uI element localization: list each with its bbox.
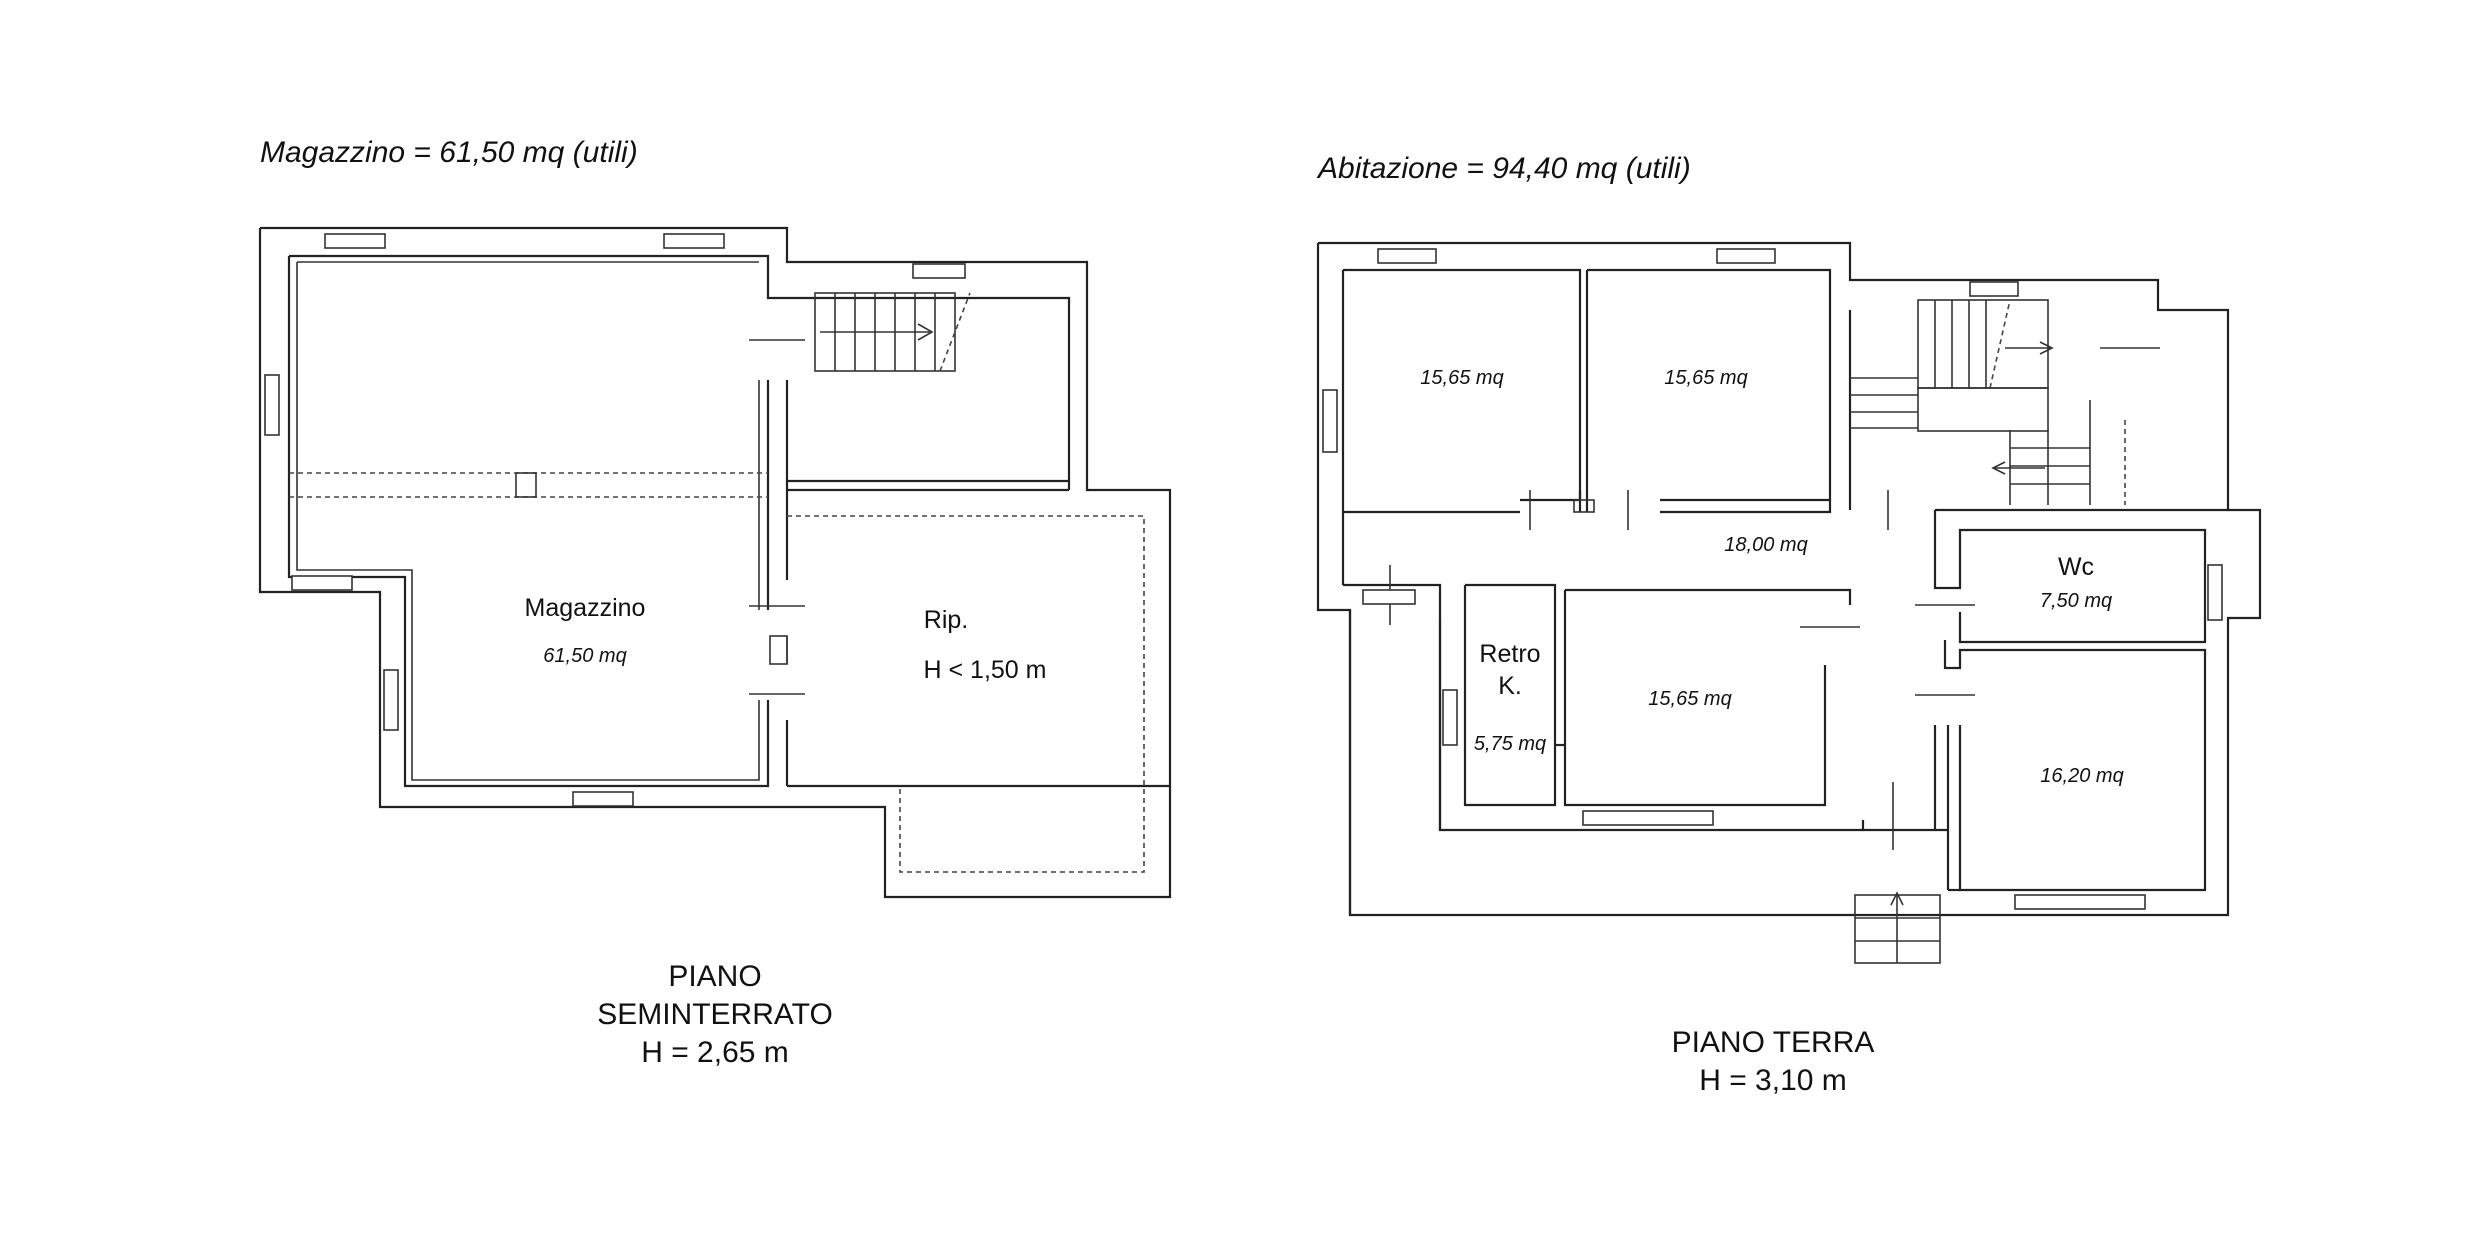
window [264, 374, 280, 436]
basement-inner-wall [289, 254, 787, 300]
window [383, 669, 399, 731]
ground-title-line1: PIANO TERRA [1672, 1026, 1875, 1059]
rip-room-wall [787, 296, 1071, 490]
basement-title-line3: H = 2,65 m [641, 1036, 789, 1069]
basement-title-line1: PIANO [668, 960, 761, 993]
ground-outer-wall [1316, 241, 2262, 917]
ground-stair [1850, 299, 2160, 505]
room-area-wc: 7,50 mq [2040, 590, 2112, 612]
room-area-bedroom-2: 15,65 mq [1664, 367, 1747, 389]
room-area-hall: 18,00 mq [1724, 534, 1807, 556]
room-name-wc: Wc [2058, 553, 2094, 581]
basement-header: Magazzino = 61,50 mq (utili) [260, 136, 638, 169]
window [1442, 689, 1458, 746]
basement-plan: Magazzino = 61,50 mq (utili) [258, 136, 1172, 1069]
room-area-bedroom-3: 16,20 mq [2040, 765, 2123, 787]
ground-header: Abitazione = 94,40 mq (utili) [1316, 152, 1691, 185]
pillar [515, 472, 537, 498]
window [572, 791, 634, 807]
basement-inner-wall-3 [296, 262, 760, 781]
ground-title-line2: H = 3,10 m [1699, 1064, 1847, 1097]
room-area-magazzino: 61,50 mq [543, 645, 626, 667]
window [1969, 281, 2019, 297]
basement-outer-wall [258, 226, 1172, 899]
window [1716, 248, 1776, 264]
rip-dashed-outline [787, 515, 1145, 873]
basement-title-line2: SEMINTERRATO [597, 998, 833, 1031]
basement-inner-wall-2 [287, 256, 770, 788]
window [291, 575, 353, 591]
window [1582, 810, 1714, 826]
basement-stair [814, 292, 971, 372]
window [1377, 248, 1437, 264]
room-height-rip: H < 1,50 m [924, 656, 1047, 684]
room-area-kitchen: 15,65 mq [1648, 688, 1731, 710]
room-area-retro: 5,75 mq [1474, 733, 1546, 755]
window [1362, 589, 1416, 605]
window [324, 233, 386, 249]
window [912, 263, 966, 279]
room-name-retro-1: Retro [1479, 640, 1540, 668]
room-name-magazzino: Magazzino [525, 594, 646, 622]
room-area-bedroom-1: 15,65 mq [1420, 367, 1503, 389]
window [663, 233, 725, 249]
room-name-rip: Rip. [924, 606, 968, 634]
entrance-steps [1854, 891, 1941, 964]
ground-floor-plan: Abitazione = 94,40 mq (utili) [1316, 152, 2262, 1097]
room-name-retro-2: K. [1498, 672, 1522, 700]
window [1322, 389, 1338, 453]
window [2207, 564, 2223, 621]
window [2014, 894, 2146, 910]
